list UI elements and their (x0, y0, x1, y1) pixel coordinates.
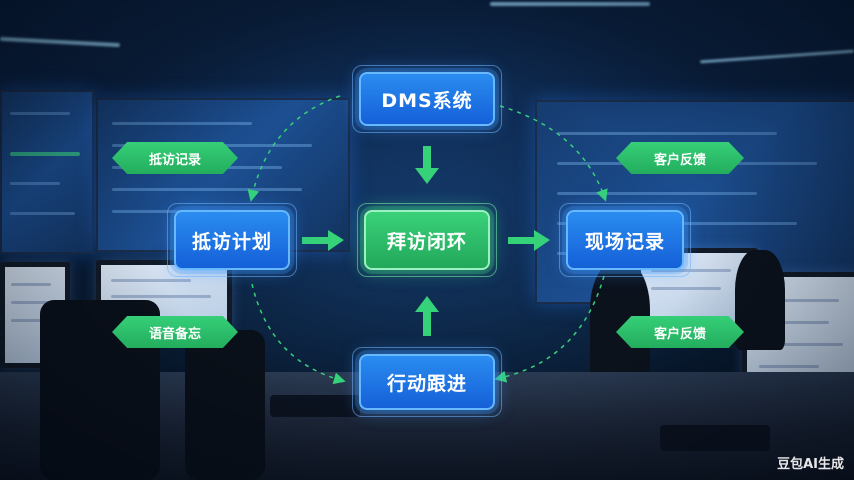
dashed-arc-bottom-left (251, 283, 346, 385)
tag-voice-memo-label: 语音备忘 (148, 326, 201, 342)
tag-voice-memo: 语音备忘 (112, 316, 238, 348)
node-dms-system: DMS系统 (352, 65, 502, 133)
dashed-arc-bottom-right (494, 275, 605, 383)
node-visit-loop-label: 拜访闭环 (386, 230, 467, 253)
arrow-down-icon (415, 146, 439, 184)
tag-customer-feedback-bottom-label: 客户反馈 (653, 326, 706, 342)
watermark: 豆包AI生成 (777, 457, 844, 472)
arrow-right-icon (302, 230, 344, 251)
dashed-arc-top-right (499, 105, 608, 202)
tag-customer-feedback-top-label: 客户反馈 (653, 152, 706, 168)
node-action-followup-label: 行动跟进 (386, 372, 467, 395)
tag-visit-records: 抵访记录 (112, 142, 238, 174)
node-action-followup: 行动跟进 (352, 347, 502, 417)
node-onsite-record: 现场记录 (559, 203, 691, 277)
node-visit-loop: 拜访闭环 (357, 203, 497, 277)
node-onsite-record-label: 现场记录 (584, 230, 665, 253)
arrow-up-icon (415, 296, 439, 336)
tag-customer-feedback-bottom: 客户反馈 (616, 316, 744, 348)
node-dms-system-label: DMS系统 (381, 89, 473, 112)
tag-customer-feedback-top: 客户反馈 (616, 142, 744, 174)
arrow-right-icon (508, 230, 550, 251)
node-visit-plan: 抵访计划 (167, 203, 297, 277)
tag-visit-records-label: 抵访记录 (148, 152, 201, 168)
node-visit-plan-label: 抵访计划 (191, 230, 272, 253)
dashed-arc-top-left (247, 95, 341, 202)
